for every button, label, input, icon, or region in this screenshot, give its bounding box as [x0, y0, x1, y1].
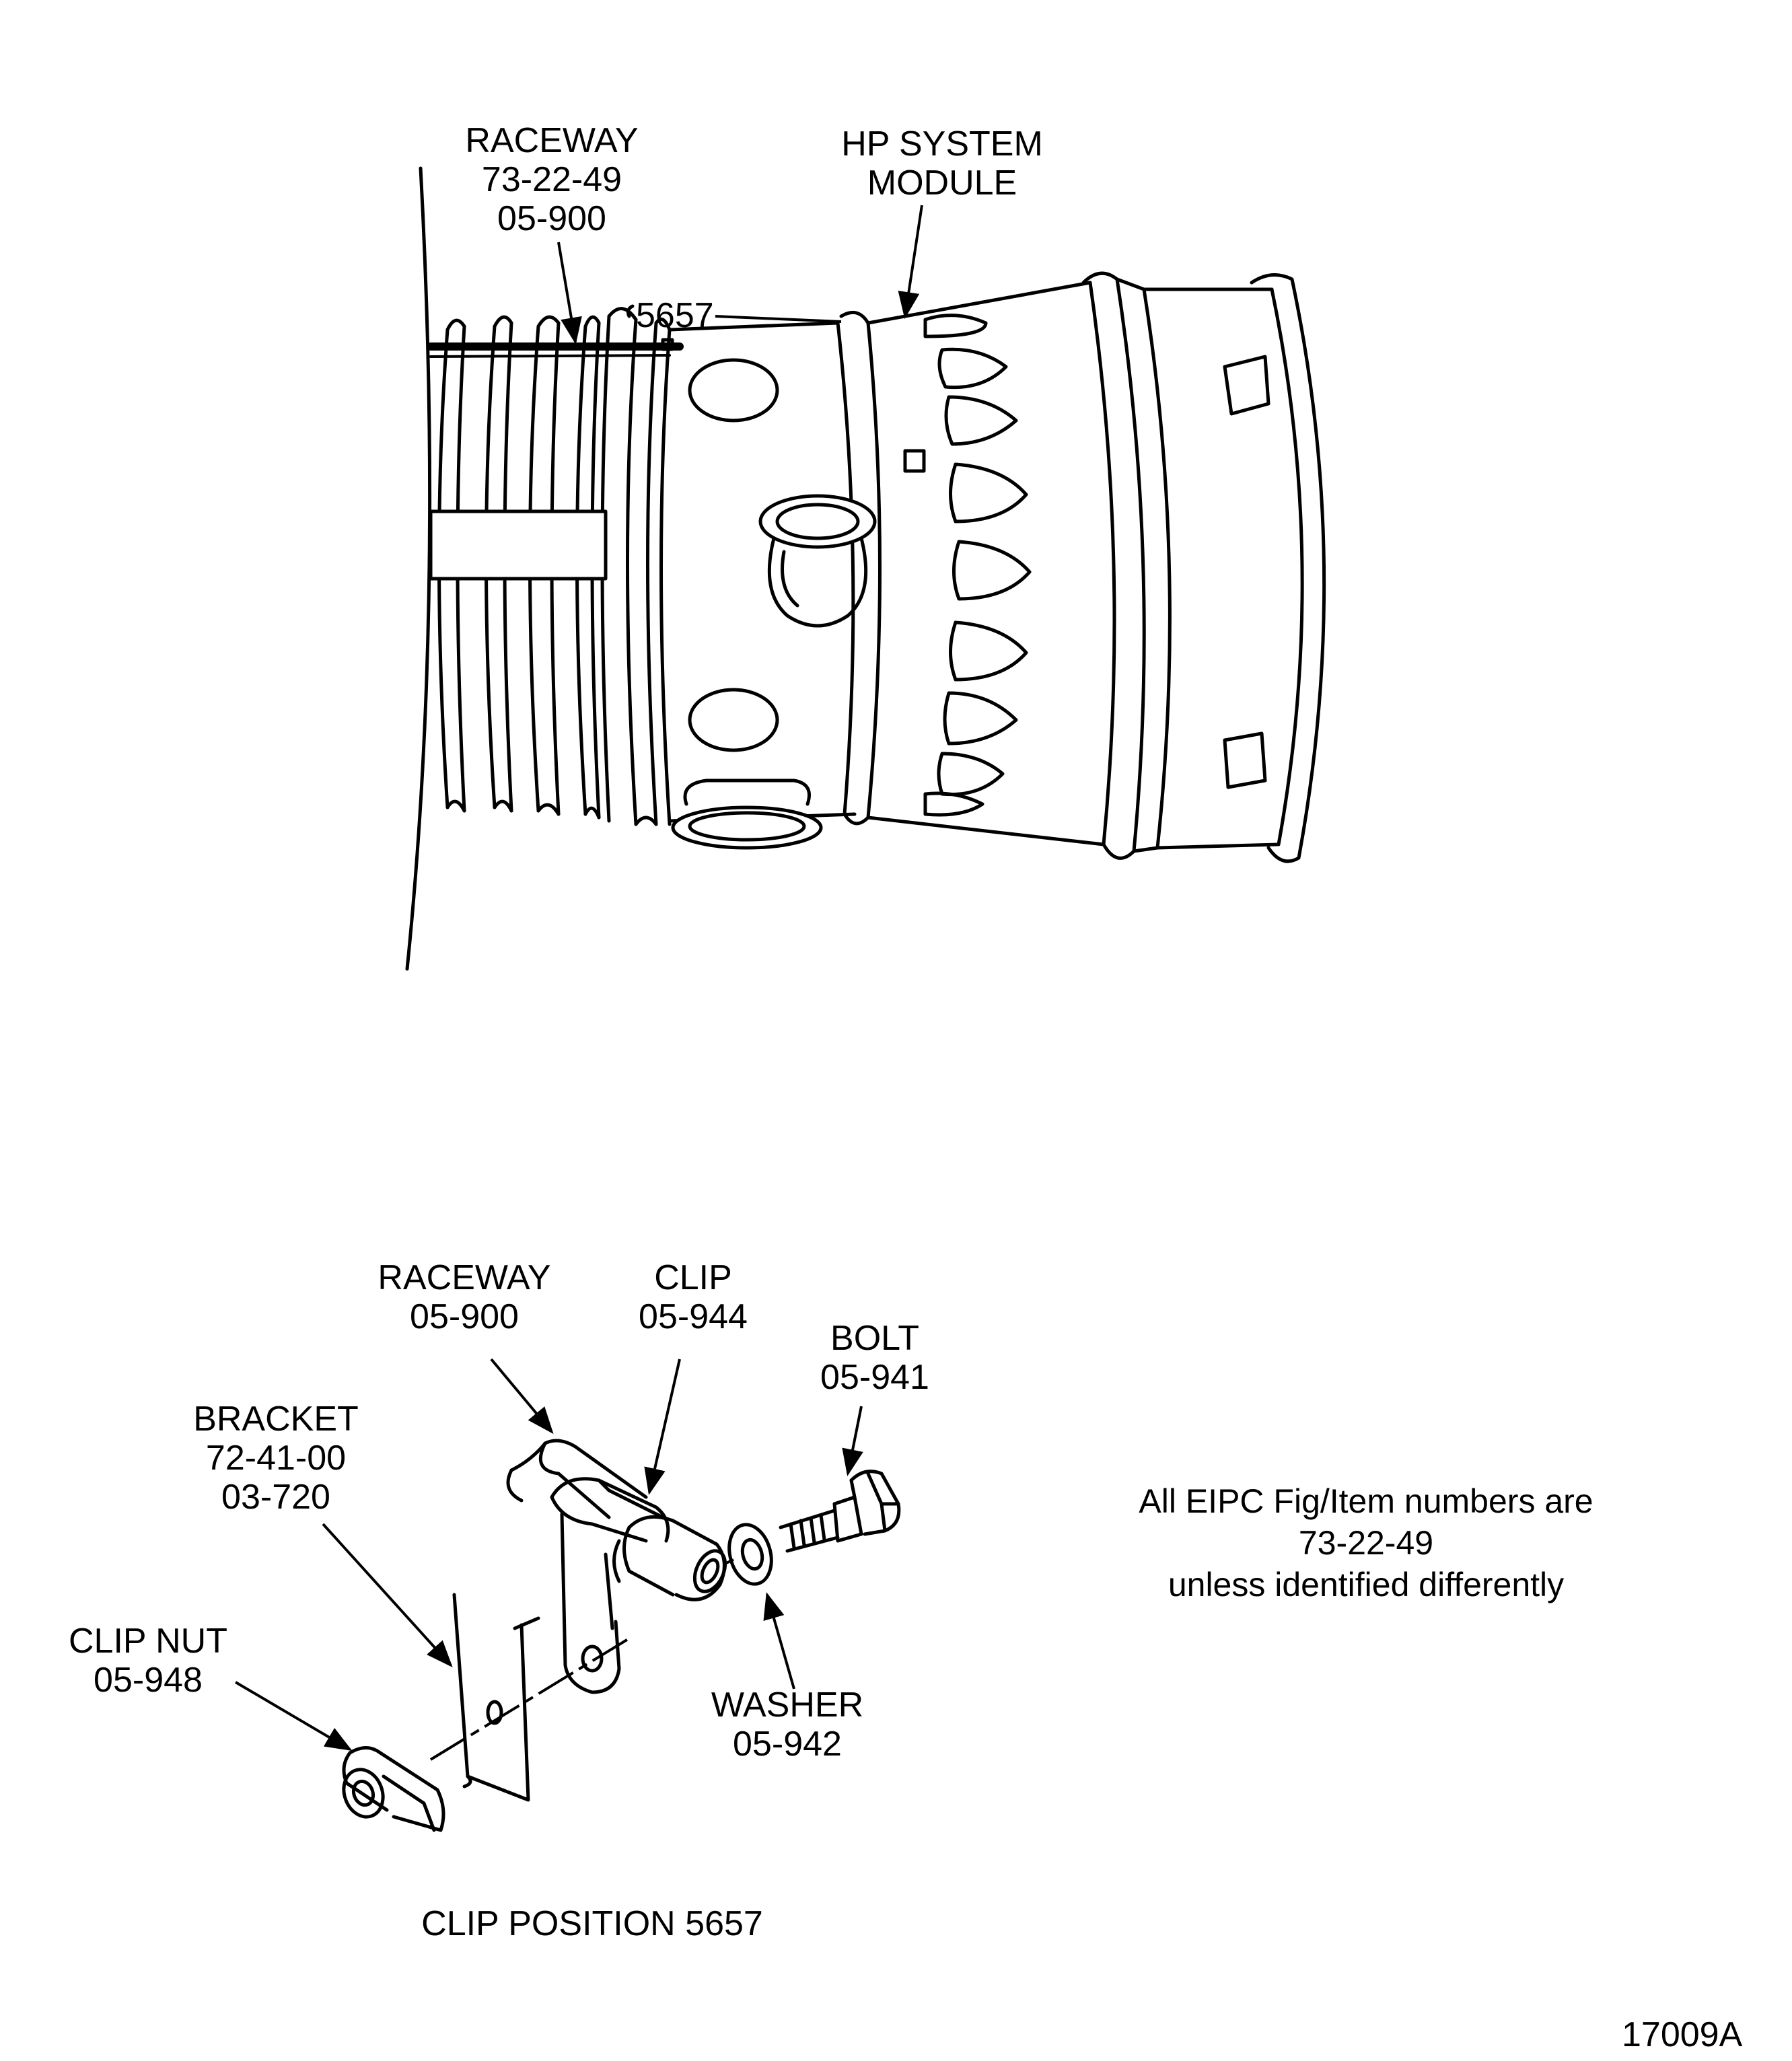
bolt	[779, 1470, 901, 1553]
clip-name: CLIP	[654, 1258, 732, 1297]
bracket-label: BRACKET 72-41-00 03-720	[175, 1400, 377, 1517]
washer-name: WASHER	[711, 1686, 864, 1725]
top-leaders	[557, 205, 923, 345]
note-line1: All EIPC Fig/Item numbers are	[1139, 1482, 1593, 1520]
mid-flange	[836, 321, 855, 816]
clip-ref: 05-944	[639, 1297, 748, 1336]
section-cut-edge	[405, 166, 432, 971]
vent-slots	[923, 314, 1032, 817]
bolt-ref: 05-941	[820, 1358, 929, 1397]
raceway-ref-chapter: 73-22-49	[481, 160, 622, 199]
clip-position-leader	[715, 315, 842, 323]
eipc-note: All EIPC Fig/Item numbers are 73-22-49 u…	[1090, 1480, 1642, 1605]
end-rim	[1250, 273, 1326, 863]
hp-module-line2: MODULE	[867, 164, 1017, 203]
boss-fitting	[758, 494, 877, 628]
raceway-leader	[557, 242, 582, 345]
bracket-leader	[322, 1523, 453, 1667]
clip-label: CLIP 05-944	[619, 1258, 767, 1336]
engine-assembly	[405, 166, 1326, 971]
raceway-detail-ref: 05-900	[410, 1297, 519, 1336]
hp-module-line1: HP SYSTEM	[841, 124, 1043, 164]
raceway-name: RACEWAY	[465, 121, 639, 160]
center-line	[429, 1637, 631, 1761]
bolt-name: BOLT	[830, 1319, 919, 1358]
bracket-ref-chapter: 72-41-00	[205, 1439, 347, 1478]
figure-id: 17009A	[1622, 2015, 1743, 2054]
bottom-port	[671, 779, 823, 850]
detail-caption: CLIP POSITION 5657	[421, 1904, 763, 1943]
detail-leaders	[234, 1358, 863, 1761]
clip-nut-name: CLIP NUT	[69, 1622, 227, 1661]
hp-system-module-label: HP SYSTEM MODULE	[821, 124, 1063, 203]
raceway-tube	[506, 1439, 648, 1519]
case-top-edge	[668, 321, 840, 332]
raceway-detail-leader	[490, 1358, 554, 1435]
raceway-label-top: RACEWAY 73-22-49 05-900	[444, 121, 659, 238]
clip-body	[550, 1477, 727, 1694]
raceway-label-detail: RACEWAY 05-900	[357, 1258, 572, 1336]
clip-nut-ref: 05-948	[94, 1661, 203, 1700]
bracket-name: BRACKET	[193, 1400, 359, 1439]
hp-module-leader	[898, 205, 923, 319]
washer	[727, 1523, 773, 1586]
clip-assembly	[342, 1439, 901, 1832]
clip-leader	[644, 1359, 681, 1495]
raceway-detail-name: RACEWAY	[378, 1258, 551, 1297]
note-line2: 73-22-49	[1298, 1524, 1434, 1562]
bolt-leader	[842, 1406, 863, 1476]
clip-nut-label: CLIP NUT 05-948	[54, 1622, 242, 1700]
bracket-ref-item: 03-720	[221, 1478, 330, 1517]
note-line3: unless identified differently	[1168, 1566, 1565, 1603]
bolt-label: BOLT 05-941	[801, 1319, 949, 1397]
washer-leader	[763, 1592, 795, 1690]
clip-nut	[342, 1746, 445, 1832]
washer-ref: 05-942	[733, 1725, 842, 1764]
support-strap	[429, 509, 608, 581]
oval-port	[688, 358, 779, 423]
window	[1223, 355, 1270, 416]
raceway-ref-item: 05-900	[497, 199, 606, 238]
clip-position-callout: 5657	[636, 296, 714, 335]
washer-label: WASHER 05-942	[700, 1686, 875, 1764]
bracket-plate	[452, 1593, 530, 1802]
clip-nut-leader	[234, 1681, 353, 1751]
